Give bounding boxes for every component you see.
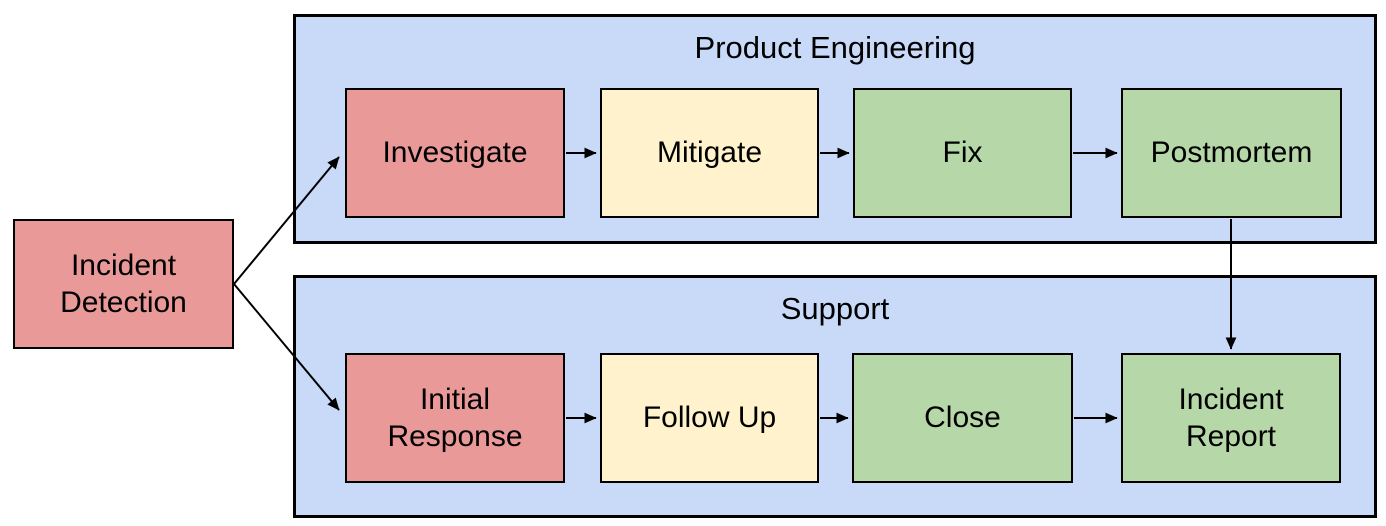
node-label-fix: Fix (942, 136, 983, 170)
node-investigate: Investigate (345, 88, 565, 218)
node-close: Close (852, 353, 1073, 483)
node-label-incident-report: Incident Report (1178, 382, 1284, 454)
node-label-postmortem: Postmortem (1150, 136, 1313, 170)
node-label-initial-response: Initial Response (387, 382, 523, 454)
node-postmortem: Postmortem (1121, 88, 1342, 218)
node-initial-response: Initial Response (345, 353, 565, 483)
node-mitigate: Mitigate (600, 88, 819, 218)
node-label-investigate: Investigate (382, 136, 528, 170)
node-label-close: Close (924, 401, 1001, 435)
node-label-mitigate: Mitigate (656, 136, 763, 170)
group-title-support: Support (780, 291, 890, 326)
node-label-follow-up: Follow Up (642, 401, 777, 435)
node-incident-detection: Incident Detection (13, 219, 234, 349)
node-fix: Fix (853, 88, 1072, 218)
node-follow-up: Follow Up (600, 353, 819, 483)
node-incident-report: Incident Report (1121, 353, 1341, 483)
node-label-incident-detection: Incident Detection (60, 248, 187, 320)
group-title-product-engineering: Product Engineering (694, 30, 976, 65)
